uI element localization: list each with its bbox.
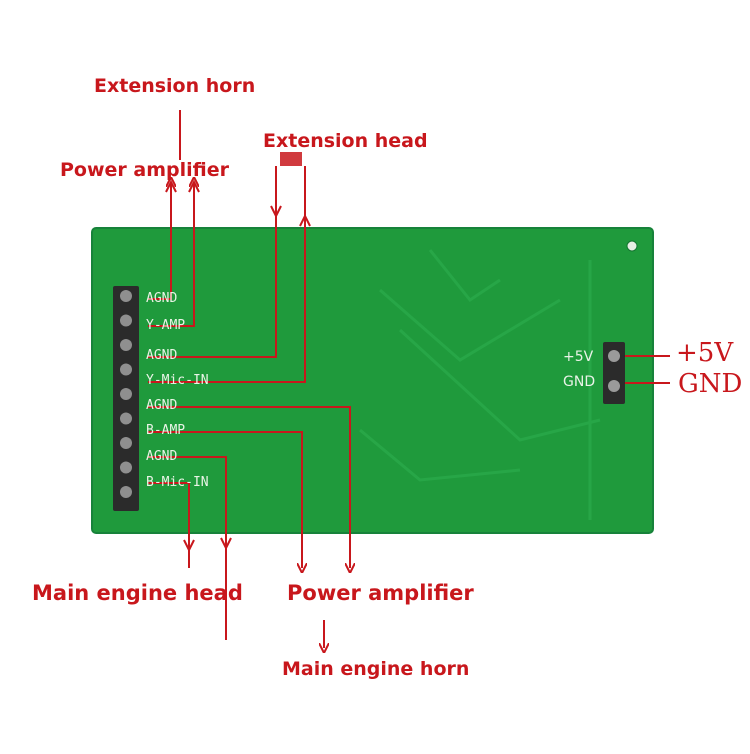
board-label-gnd: GND xyxy=(563,374,596,390)
pin-header-pins xyxy=(120,290,132,498)
pin-label: AGND xyxy=(146,348,178,363)
pcb-traces xyxy=(359,249,601,520)
pin-label: AGND xyxy=(146,449,178,464)
header-pin xyxy=(120,486,132,498)
pin-label: B-Mic-IN xyxy=(146,475,209,490)
label-gnd: GND xyxy=(678,369,743,399)
arrowhead-power-amp-top-1 xyxy=(165,179,177,193)
wire-b-mic-in xyxy=(148,482,195,568)
wire-agnd-2 xyxy=(148,166,282,358)
label-main-engine-head: Main engine head xyxy=(32,581,243,605)
pin-label: Y-AMP xyxy=(146,318,186,333)
label-main-engine-horn: Main engine horn xyxy=(282,658,470,680)
wire-y-amp xyxy=(148,182,194,327)
header-pin xyxy=(120,314,132,327)
mounting-hole xyxy=(626,240,638,252)
wire-y-mic-in xyxy=(148,166,311,383)
label-extension-head: Extension head xyxy=(263,130,428,152)
label-power-amplifier-top: Power amplifier xyxy=(60,159,229,181)
header-pin xyxy=(120,363,132,376)
pin-label: AGND xyxy=(146,398,178,413)
header-pin xyxy=(120,412,132,425)
wire-agnd-4 xyxy=(148,456,232,640)
header-pin xyxy=(120,437,132,449)
arrowhead-power-amp-top-2 xyxy=(188,179,200,193)
extension-head-connector-mark xyxy=(280,152,302,166)
header-pin xyxy=(120,290,132,302)
header-pin xyxy=(120,388,132,400)
label-plus5v: +5V xyxy=(676,338,734,368)
wire-b-amp xyxy=(148,431,302,568)
header-pin xyxy=(120,339,132,351)
pin-label: Y-Mic-IN xyxy=(146,373,209,388)
label-extension-horn: Extension horn xyxy=(94,75,256,97)
pin-label: AGND xyxy=(146,291,178,306)
pin-label: B-AMP xyxy=(146,423,186,438)
pcb-board xyxy=(91,227,654,534)
power-pin-5v xyxy=(608,350,620,362)
power-pin-gnd xyxy=(608,380,620,392)
header-pin xyxy=(120,461,132,474)
board-label-5v: +5V xyxy=(563,349,594,365)
wiring-lines xyxy=(148,110,350,648)
label-power-amplifier-bottom: Power amplifier xyxy=(287,581,474,605)
wire-agnd-1 xyxy=(148,182,171,300)
wire-agnd-3 xyxy=(148,406,350,568)
